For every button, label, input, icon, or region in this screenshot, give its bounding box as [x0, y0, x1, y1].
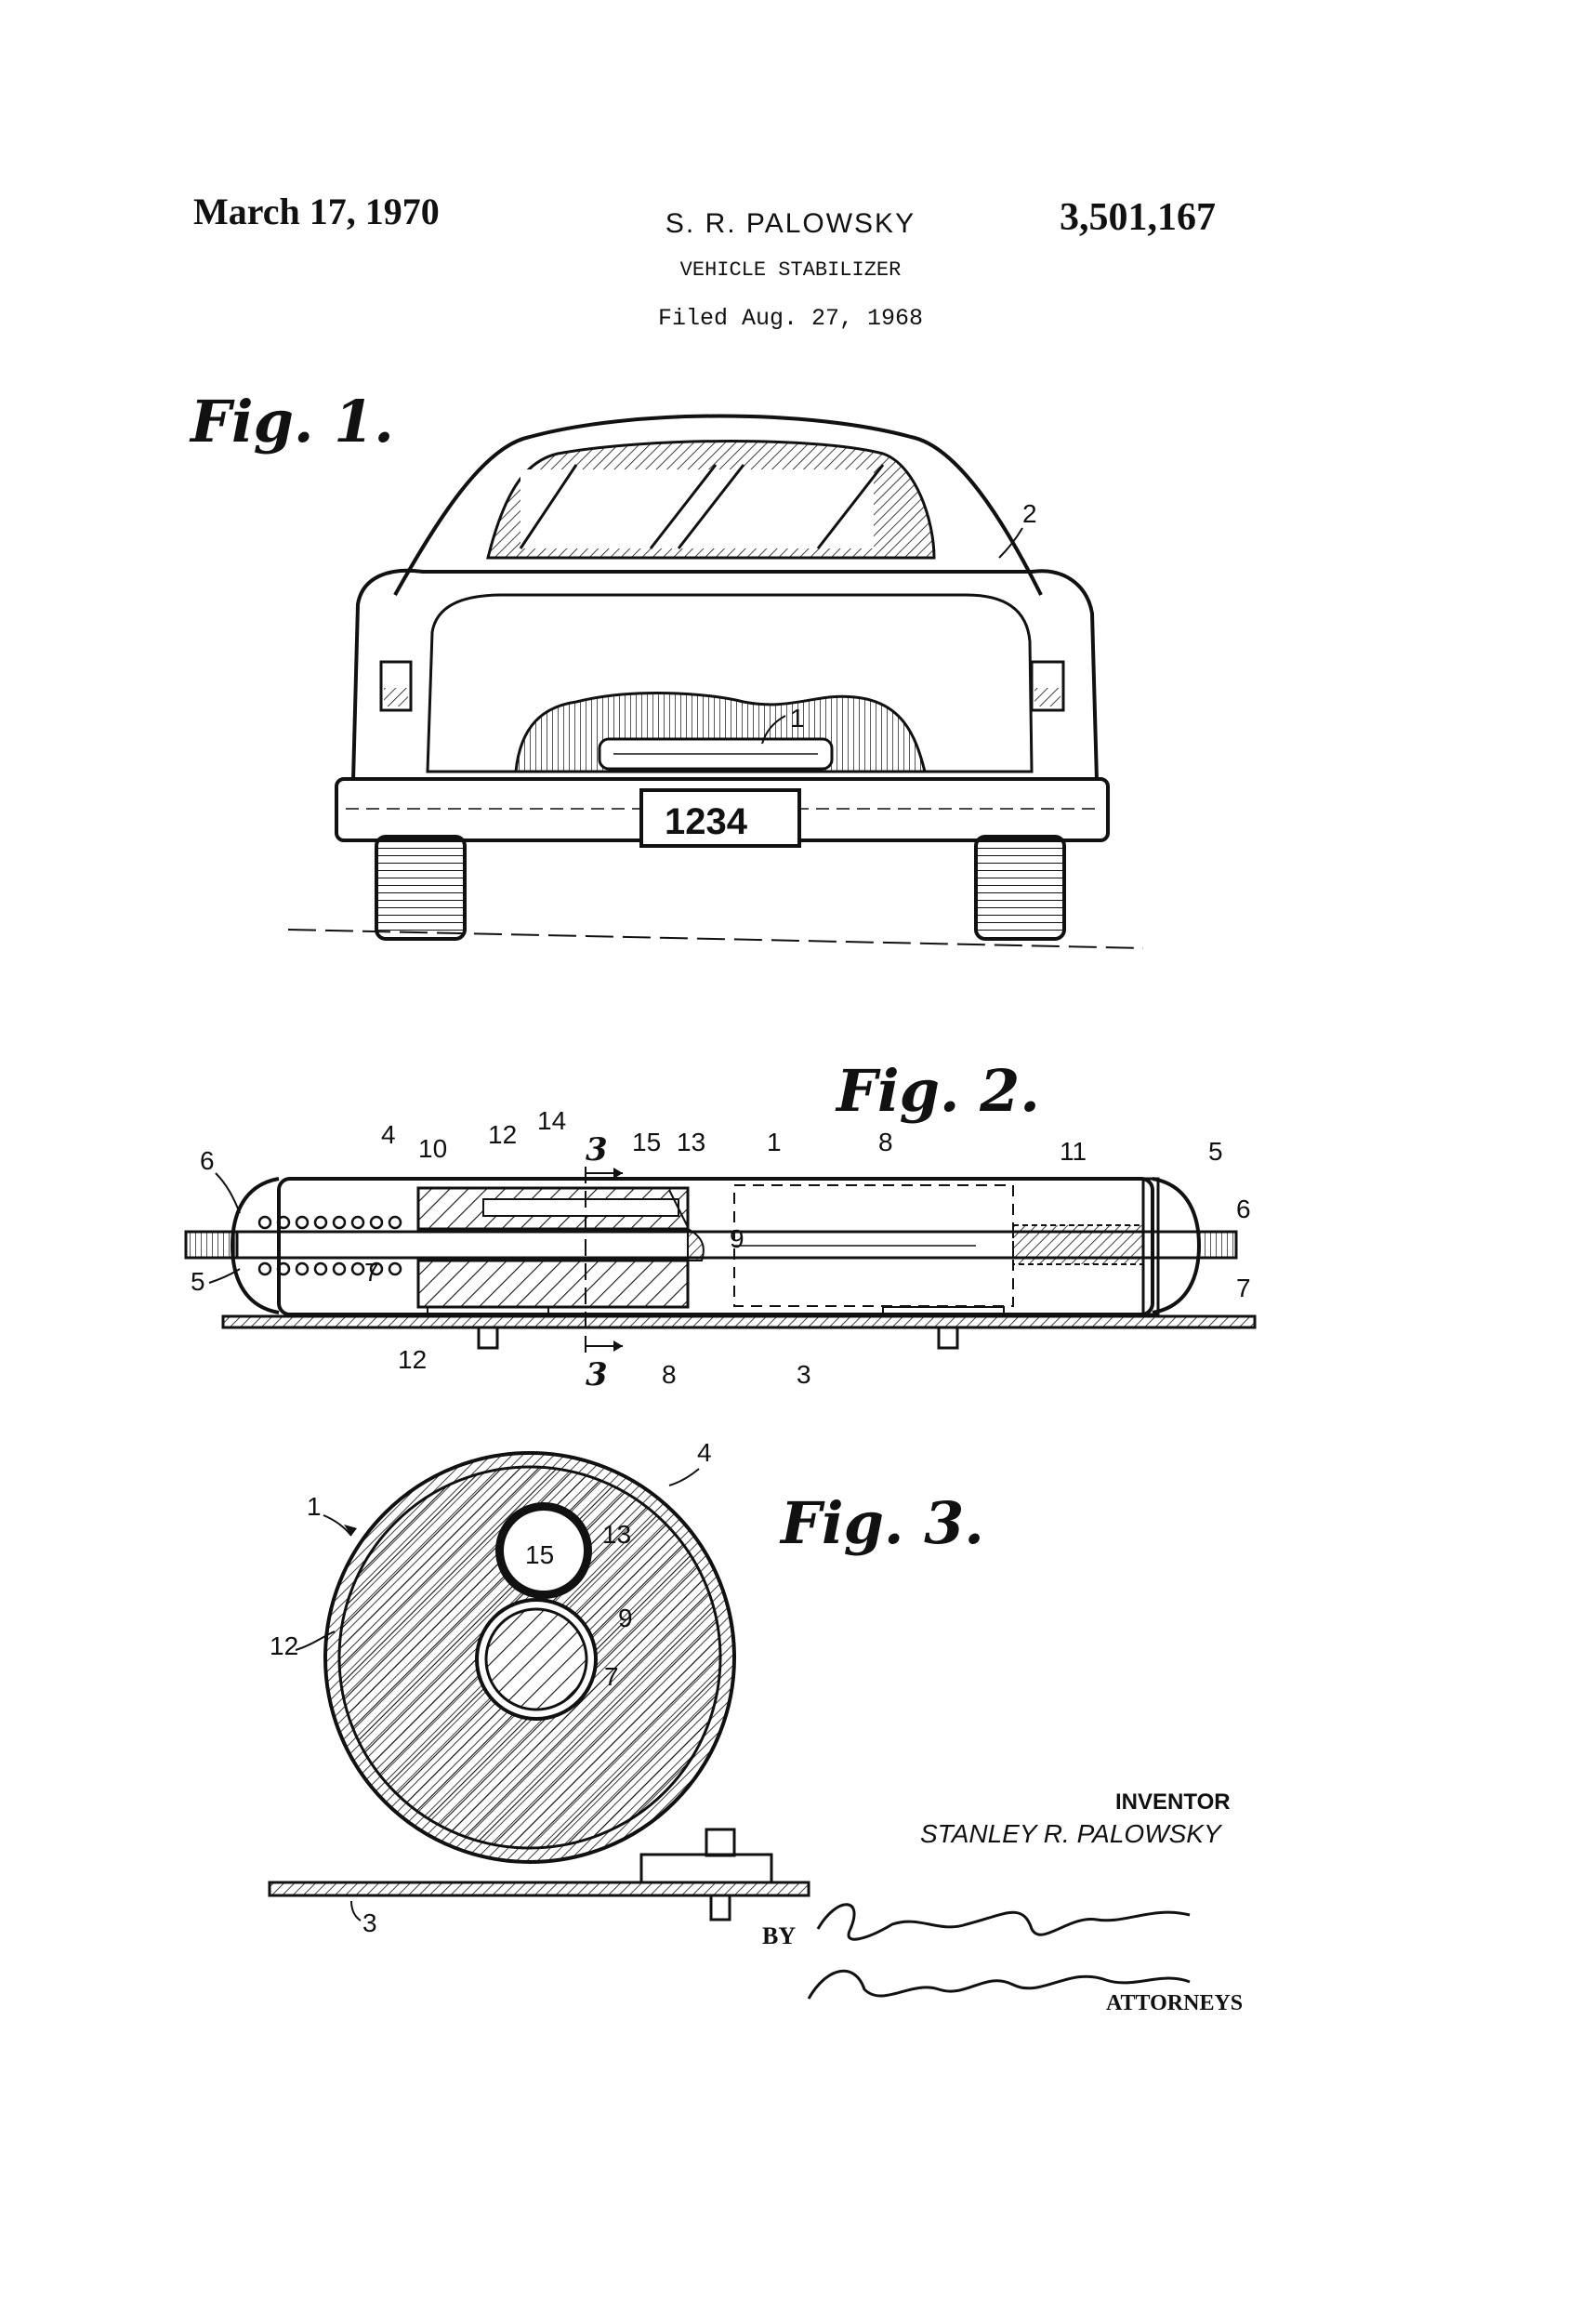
- figure-1: Fig. 1.: [189, 388, 1144, 949]
- section-mark-top: 3: [586, 1131, 608, 1169]
- figure-3: Fig. 3. 1 4 15 13 9 7: [268, 1438, 984, 1937]
- fig3-base-plate: [268, 1881, 810, 1897]
- ref-5-right: 5: [1208, 1137, 1223, 1166]
- base-plate: [221, 1314, 1257, 1329]
- car-body: [350, 568, 1100, 783]
- ref-12-top: 12: [488, 1120, 517, 1149]
- ref-3-fig3: 3: [362, 1908, 377, 1937]
- fig3-label: Fig. 3.: [779, 1489, 984, 1557]
- ref-12-fig3: 12: [270, 1631, 298, 1660]
- wheel-left: [375, 835, 467, 941]
- filed-date: Filed Aug. 27, 1968: [657, 305, 924, 332]
- rear-window-glare: [520, 469, 874, 548]
- rod-thread-left: [184, 1230, 239, 1260]
- fig1-label: Fig. 1.: [189, 388, 394, 456]
- ref-15-fig3: 15: [525, 1540, 554, 1569]
- spring-right: [1012, 1224, 1144, 1265]
- ref-10: 10: [418, 1134, 447, 1163]
- window-shade-line: [677, 464, 745, 549]
- inventor-short-name: S. R. PALOWSKY: [665, 208, 916, 239]
- mounting-foot: [639, 1853, 773, 1882]
- bolt-nut: [709, 1894, 731, 1921]
- inventor-label: INVENTOR: [1115, 1789, 1231, 1815]
- tail-light-right: [1030, 660, 1065, 712]
- ref-13: 13: [677, 1128, 705, 1156]
- bolt-head: [705, 1828, 736, 1857]
- attorney-signatures: [807, 1903, 1191, 2000]
- by-label: BY: [762, 1922, 797, 1949]
- patent-title: VEHICLE STABILIZER: [679, 258, 902, 282]
- rod-section: [484, 1607, 588, 1711]
- ref-8-top: 8: [878, 1128, 893, 1156]
- inventor-name: STANLEY R. PALOWSKY: [920, 1819, 1221, 1848]
- ref-3-fig2: 3: [797, 1360, 811, 1389]
- attorneys-label: ATTORNEYS: [1106, 1991, 1244, 2015]
- patent-date: March 17, 1970: [193, 191, 440, 232]
- piston-head: [687, 1227, 705, 1261]
- ref-12-bottom: 12: [398, 1345, 427, 1374]
- window-shade-line: [816, 464, 885, 549]
- bolt-right: [937, 1326, 959, 1350]
- tail-light-left: [379, 660, 413, 712]
- ref-6-left: 6: [200, 1146, 215, 1175]
- trunk-lid: [426, 593, 1034, 773]
- patent-number: 3,501,167: [1060, 196, 1216, 239]
- license-plate-number: 1234: [665, 801, 748, 842]
- ref-9-fig3: 9: [618, 1604, 633, 1632]
- ref-1-fig2: 1: [767, 1128, 782, 1156]
- passage-bore: [502, 1509, 586, 1592]
- ref-4-fig3: 4: [697, 1438, 712, 1467]
- wheel-right: [974, 835, 1066, 941]
- ref-7-left: 7: [364, 1258, 379, 1287]
- ref-5-left: 5: [191, 1267, 205, 1296]
- ref-8-bottom: 8: [662, 1360, 677, 1389]
- section-mark-bottom: 3: [586, 1356, 608, 1393]
- fig2-label: Fig. 2.: [835, 1057, 1040, 1125]
- window-shade-line: [649, 464, 718, 549]
- ref-14: 14: [537, 1106, 566, 1135]
- ref-11: 11: [1060, 1137, 1087, 1166]
- ref-7-fig3: 7: [604, 1662, 619, 1691]
- ref-9: 9: [730, 1224, 744, 1253]
- bolt-left: [477, 1326, 499, 1350]
- ref-1-fig3: 1: [307, 1492, 322, 1521]
- ref-7-right: 7: [1236, 1274, 1251, 1302]
- spring-coils: [257, 1215, 402, 1276]
- rod-thread-right: [1197, 1230, 1238, 1260]
- ref-13-fig3: 13: [602, 1520, 631, 1549]
- end-cap-left: [230, 1177, 280, 1314]
- ref-1: 1: [790, 704, 805, 733]
- piston-block-lower: [416, 1259, 690, 1309]
- ref-2: 2: [1022, 499, 1037, 528]
- car-cab-outline: [393, 414, 1043, 596]
- window-shade-line: [519, 464, 578, 549]
- figure-2: Fig. 2.: [184, 1057, 1257, 1393]
- ref-4: 4: [381, 1120, 396, 1149]
- license-plate: [639, 788, 801, 848]
- ref-15: 15: [632, 1128, 661, 1156]
- fluid-passage: [482, 1198, 679, 1217]
- ground-line: [287, 929, 1144, 949]
- ref-6-right: 6: [1236, 1195, 1251, 1223]
